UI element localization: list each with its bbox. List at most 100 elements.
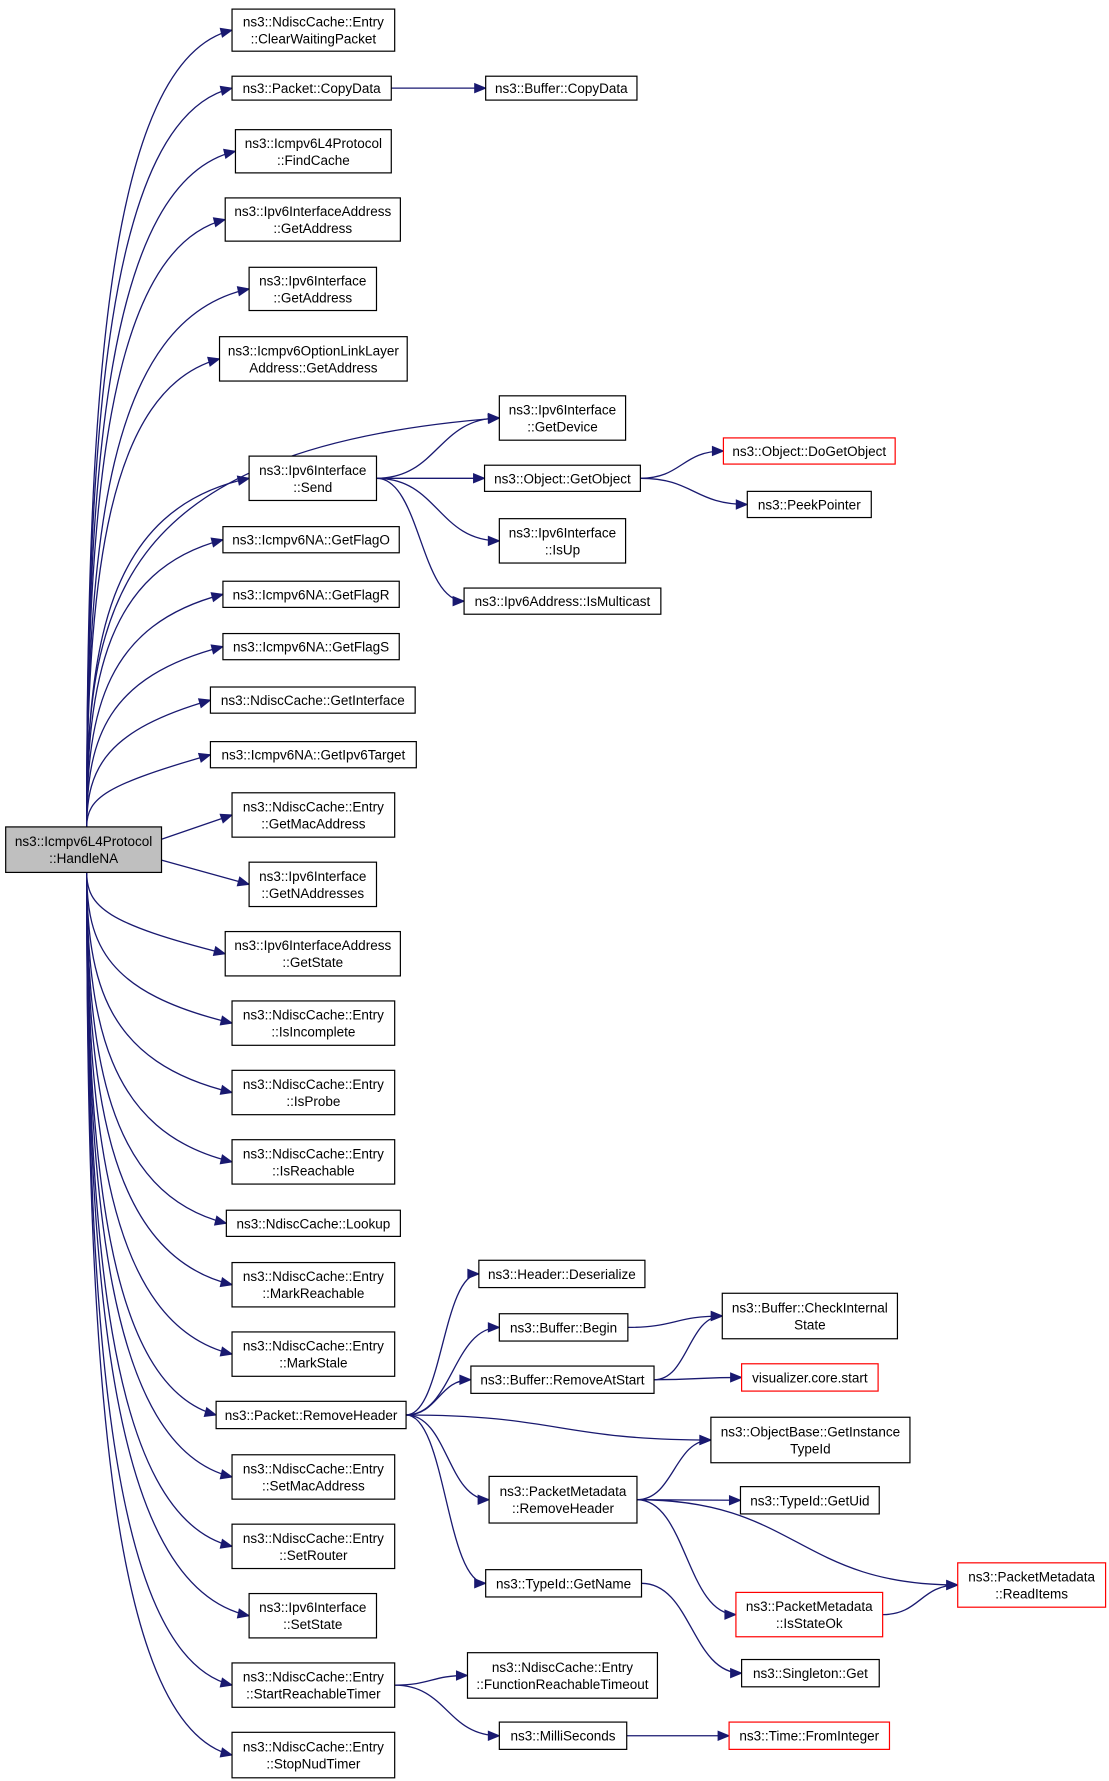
edge-root-copyData: [86, 85, 234, 827]
arrowhead: [219, 1747, 234, 1758]
edge-line: [654, 1376, 742, 1381]
edge-root-getFlagS: [86, 644, 225, 827]
graph-node-pmRemoveHeader[interactable]: ns3::PacketMetadata::RemoveHeader: [488, 1475, 638, 1524]
graph-node-getFlagR[interactable]: ns3::Icmpv6NA::GetFlagR: [222, 580, 400, 608]
arrowhead: [219, 1677, 234, 1688]
graph-node-startReachableTimer[interactable]: ns3::NdiscCache::Entry::StartReachableTi…: [231, 1662, 396, 1708]
node-label: ::ReadItems: [995, 1587, 1068, 1602]
graph-node-isStateOk[interactable]: ns3::PacketMetadata::IsStateOk: [735, 1591, 884, 1638]
graph-node-getNAddresses[interactable]: ns3::Ipv6Interface::GetNAddresses: [248, 861, 378, 908]
arrowhead: [207, 356, 221, 367]
node-box: [488, 1475, 638, 1524]
graph-node-clearWaiting[interactable]: ns3::NdiscCache::Entry::ClearWaitingPack…: [231, 8, 396, 52]
graph-node-isReachable[interactable]: ns3::NdiscCache::Entry::IsReachable: [231, 1139, 396, 1185]
node-label: ::HandleNA: [49, 851, 118, 866]
node-label: ::GetState: [282, 955, 343, 970]
graph-node-findCache[interactable]: ns3::Icmpv6L4Protocol::FindCache: [234, 129, 392, 174]
graph-node-getMacAddress[interactable]: ns3::NdiscCache::Entry::GetMacAddress: [231, 792, 396, 838]
graph-node-doGetObject[interactable]: ns3::Object::DoGetObject: [722, 437, 896, 465]
node-label: ::IsIncomplete: [271, 1025, 355, 1040]
graph-node-getName[interactable]: ns3::TypeId::GetName: [485, 1569, 643, 1598]
graph-node-removeAtStart[interactable]: ns3::Buffer::RemoveAtStart: [470, 1365, 655, 1394]
graph-node-send[interactable]: ns3::Ipv6Interface::Send: [248, 455, 378, 502]
graph-node-getInterface[interactable]: ns3::NdiscCache::GetInterface: [209, 686, 416, 714]
graph-node-getFlagS[interactable]: ns3::Icmpv6NA::GetFlagS: [222, 632, 400, 661]
node-box: [231, 1000, 396, 1046]
graph-node-setMacAddress[interactable]: ns3::NdiscCache::Entry::SetMacAddress: [231, 1454, 396, 1500]
node-label: ns3::Icmpv6NA::GetIpv6Target: [221, 748, 405, 763]
edge-line: [86, 87, 233, 827]
node-box: [234, 129, 392, 174]
node-box: [248, 861, 378, 908]
node-box: [225, 1209, 401, 1237]
node-label: ns3::Ipv6InterfaceAddress: [234, 938, 391, 953]
node-label: ns3::NdiscCache::Entry: [243, 1339, 384, 1354]
graph-node-singletonGet[interactable]: ns3::Singleton::Get: [741, 1658, 880, 1688]
graph-node-bufBegin[interactable]: ns3::Buffer::Begin: [498, 1313, 629, 1342]
node-box: [485, 75, 638, 101]
graph-node-getUid[interactable]: ns3::TypeId::GetUid: [739, 1486, 880, 1515]
node-layer: ns3::Icmpv6L4Protocol::HandleNAns3::Ndis…: [5, 8, 1107, 1779]
graph-node-deserialize[interactable]: ns3::Header::Deserialize: [478, 1259, 646, 1289]
edge-bufBegin-checkInternal: [627, 1310, 724, 1329]
graph-node-getState[interactable]: ns3::Ipv6InterfaceAddress::GetState: [224, 930, 401, 977]
graph-node-removeHeader[interactable]: ns3::Packet::RemoveHeader: [215, 1400, 407, 1430]
graph-node-getFlagO[interactable]: ns3::Icmpv6NA::GetFlagO: [222, 526, 400, 554]
graph-node-getDevice[interactable]: ns3::Ipv6Interface::GetDevice: [498, 395, 627, 441]
graph-node-fromInteger[interactable]: ns3::Time::FromInteger: [728, 1721, 891, 1750]
edge-line: [406, 1379, 471, 1416]
graph-node-ifaceGetAddress[interactable]: ns3::Ipv6Interface::GetAddress: [248, 266, 378, 312]
arrowhead: [236, 1608, 251, 1619]
graph-node-getIpv6Target[interactable]: ns3::Icmpv6NA::GetIpv6Target: [209, 741, 417, 769]
graph-node-markStale[interactable]: ns3::NdiscCache::Entry::MarkStale: [231, 1331, 396, 1377]
node-label: ns3::Object::DoGetObject: [732, 444, 886, 459]
edge-line: [86, 872, 233, 1286]
node-label: ::RemoveHeader: [512, 1501, 615, 1516]
graph-node-bufCopyData[interactable]: ns3::Buffer::CopyData: [485, 75, 638, 101]
graph-node-vizStart[interactable]: visualizer.core.start: [741, 1363, 879, 1392]
node-box: [231, 1523, 396, 1570]
node-box: [231, 1331, 396, 1377]
node-box: [498, 1721, 628, 1750]
node-box: [739, 1486, 880, 1515]
node-label: ns3::NdiscCache::Entry: [492, 1660, 633, 1675]
node-box: [466, 1652, 659, 1699]
edge-root-getFlagO: [86, 537, 225, 827]
node-label: ::SetState: [283, 1617, 342, 1632]
graph-node-isIncomplete[interactable]: ns3::NdiscCache::Entry::IsIncomplete: [231, 1000, 396, 1046]
graph-node-markReachable[interactable]: ns3::NdiscCache::Entry::MarkReachable: [231, 1261, 396, 1308]
graph-node-optLinkLayer[interactable]: ns3::Icmpv6OptionLinkLayerAddress::GetAd…: [218, 336, 408, 382]
graph-node-isProbe[interactable]: ns3::NdiscCache::Entry::IsProbe: [231, 1069, 396, 1116]
graph-node-ifaceAddrGetAddress[interactable]: ns3::Ipv6InterfaceAddress::GetAddress: [224, 197, 401, 242]
arrowhead: [699, 1434, 713, 1446]
arrowhead: [728, 1495, 742, 1506]
graph-node-functionReachableTimeout[interactable]: ns3::NdiscCache::Entry::FunctionReachabl…: [466, 1652, 659, 1699]
graph-node-copyData[interactable]: ns3::Packet::CopyData: [231, 75, 392, 101]
graph-node-root[interactable]: ns3::Icmpv6L4Protocol::HandleNA: [5, 826, 163, 874]
arrowhead: [710, 1310, 724, 1322]
edge-pmRemoveHeader-getInstanceTypeId: [636, 1434, 713, 1501]
graph-node-setRouter[interactable]: ns3::NdiscCache::Entry::SetRouter: [231, 1523, 396, 1570]
graph-node-lookup[interactable]: ns3::NdiscCache::Lookup: [225, 1209, 401, 1237]
graph-node-peekPointer[interactable]: ns3::PeekPointer: [746, 490, 872, 519]
arrowhead: [473, 473, 486, 484]
graph-node-milliSeconds[interactable]: ns3::MilliSeconds: [498, 1721, 628, 1750]
arrowhead: [197, 698, 212, 709]
arrowhead: [210, 644, 225, 655]
graph-node-isMulticast[interactable]: ns3::Ipv6Address::IsMulticast: [463, 587, 662, 615]
graph-node-setState[interactable]: ns3::Ipv6Interface::SetState: [248, 1592, 378, 1639]
edge-line: [641, 1582, 742, 1674]
graph-node-isUp[interactable]: ns3::Ipv6Interface::IsUp: [498, 518, 627, 564]
edge-pmRemoveHeader-isStateOk: [636, 1499, 738, 1620]
graph-node-stopNudTimer[interactable]: ns3::NdiscCache::Entry::StopNudTimer: [231, 1731, 396, 1779]
node-label: State: [794, 1318, 826, 1333]
node-label: ns3::Icmpv6NA::GetFlagO: [232, 533, 390, 548]
graph-node-readItems[interactable]: ns3::PacketMetadata::ReadItems: [957, 1562, 1107, 1608]
edge-root-getIpv6Target: [86, 752, 212, 827]
node-box: [209, 741, 417, 769]
graph-node-getObject[interactable]: ns3::Object::GetObject: [483, 464, 641, 492]
edge-root-getInterface: [86, 698, 212, 827]
edge-send-getObject: [376, 473, 486, 484]
